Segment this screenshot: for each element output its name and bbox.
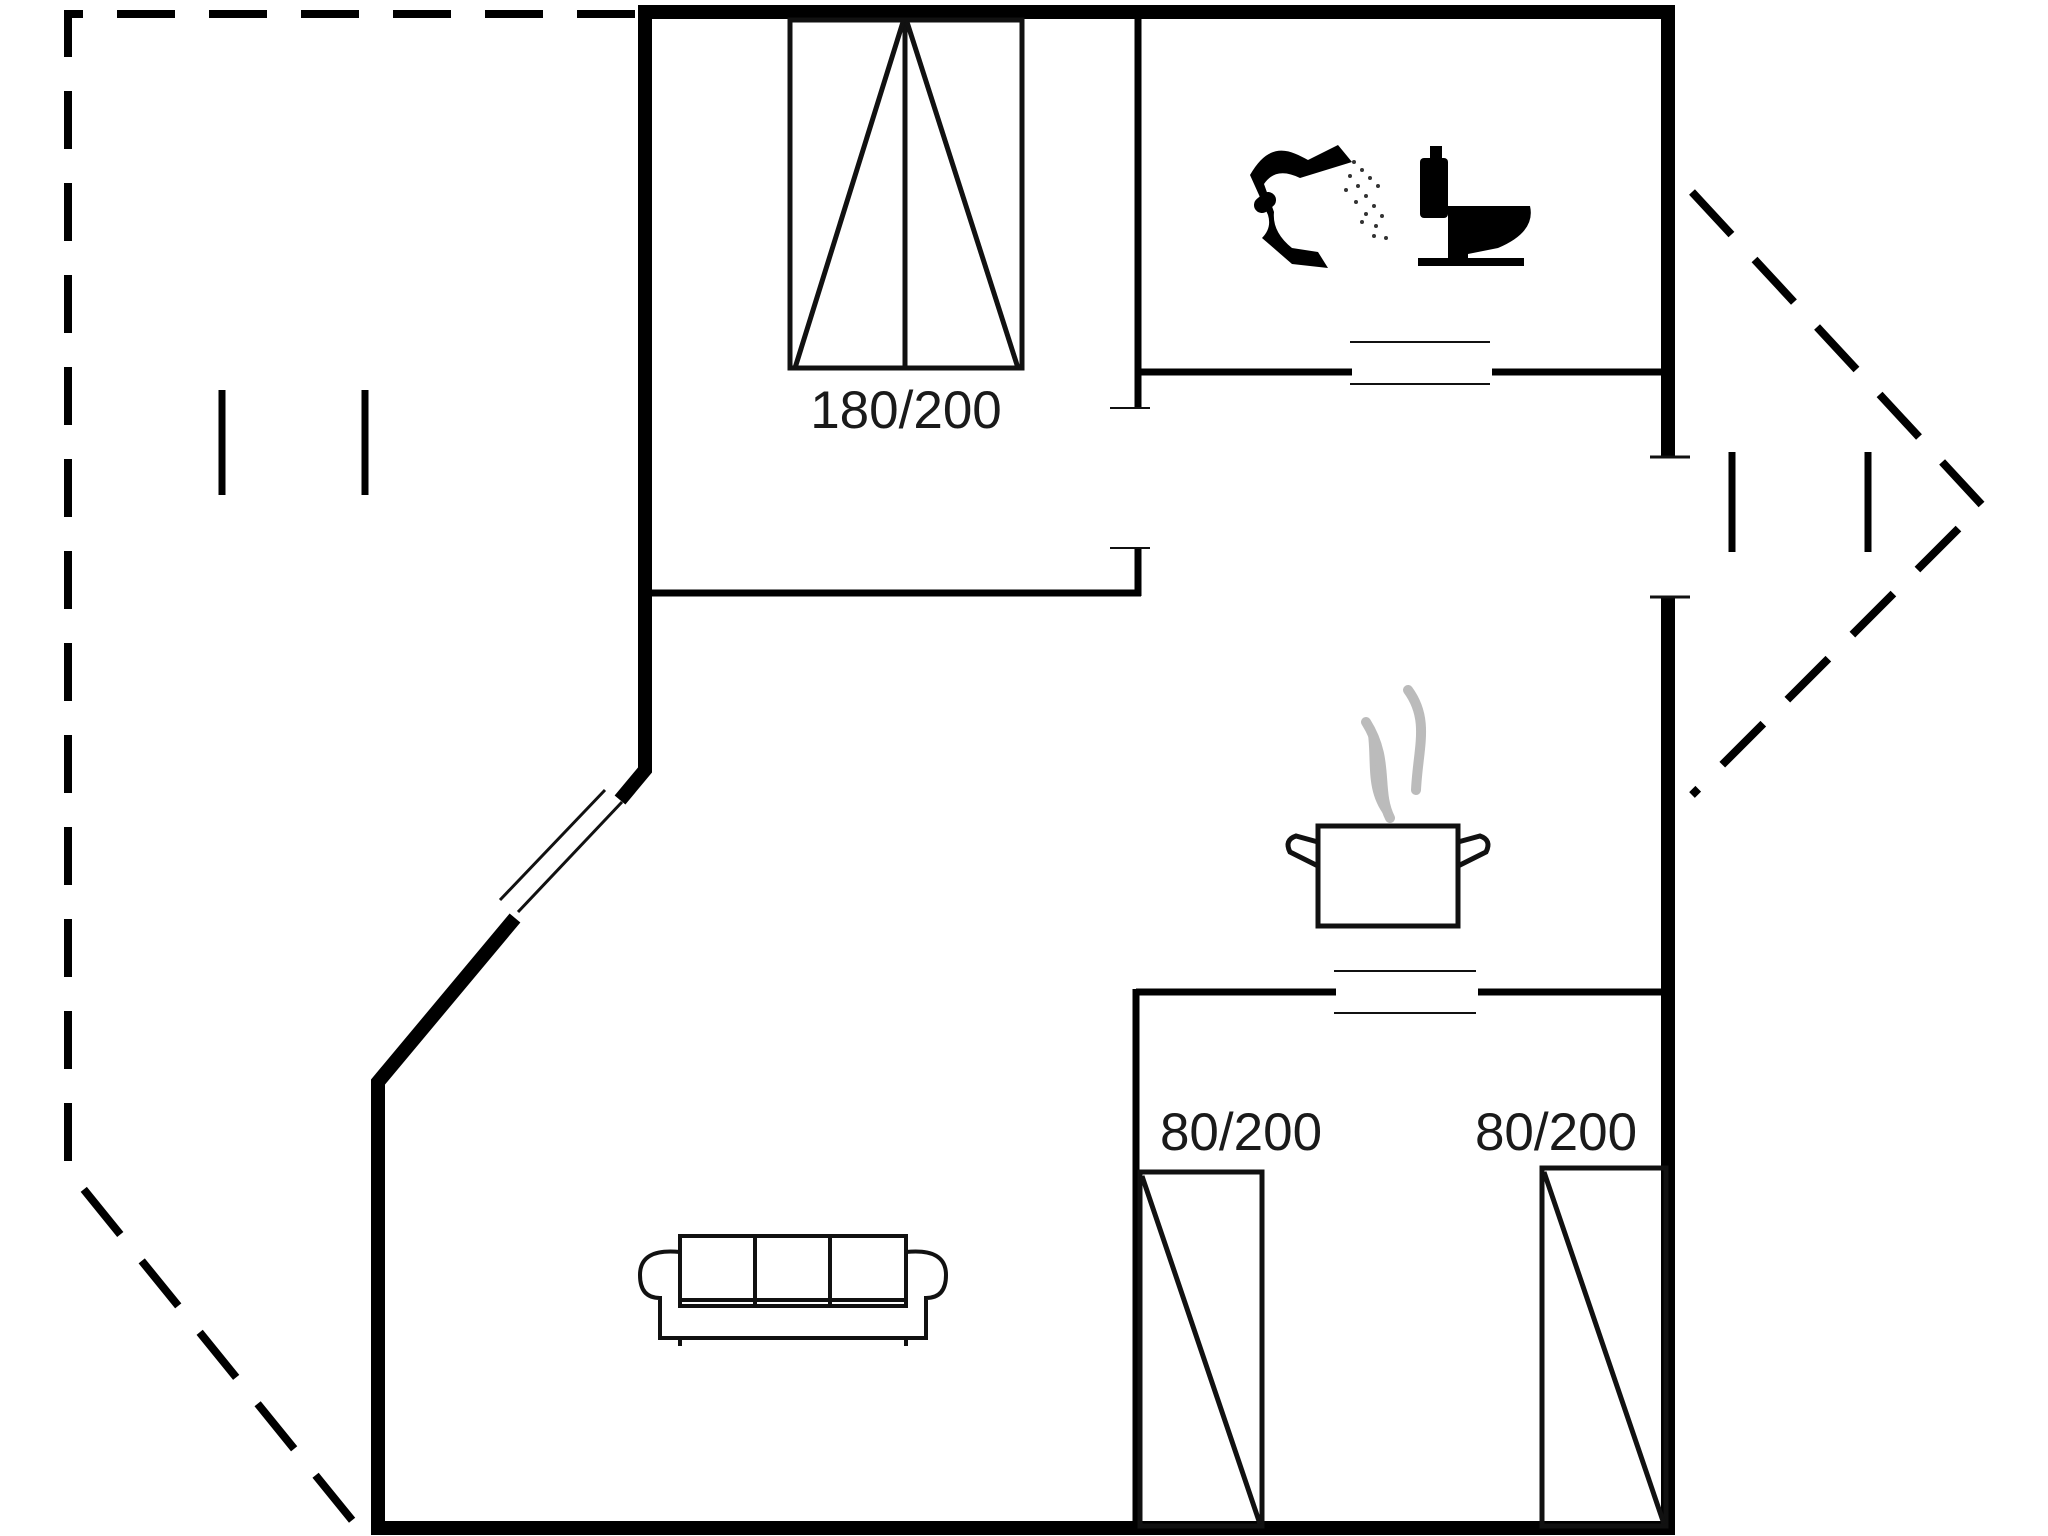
interior-doors [1110, 341, 1490, 1014]
cooking-pot-icon [1285, 685, 1491, 929]
toilet-icon [1418, 146, 1531, 266]
terrace-right-steps [1728, 452, 1872, 552]
double-bed-label: 180/200 [810, 381, 1002, 440]
shower-icon [1250, 145, 1388, 268]
sofa-icon [637, 1234, 949, 1346]
terrace-right-outline [1689, 189, 1988, 798]
double-bed-icon [787, 17, 1025, 371]
window-diagonal [498, 788, 624, 914]
terrace-left-steps [218, 390, 369, 495]
terrace-left-outline [64, 10, 635, 1533]
interior-walls [650, 14, 1665, 1526]
right-door [1650, 455, 1690, 599]
single-bed-icon [1137, 1169, 1265, 1529]
single-bed-icon [1539, 1165, 1669, 1529]
single-bed-left-label: 80/200 [1160, 1103, 1322, 1162]
single-bed-right-label: 80/200 [1475, 1103, 1637, 1162]
